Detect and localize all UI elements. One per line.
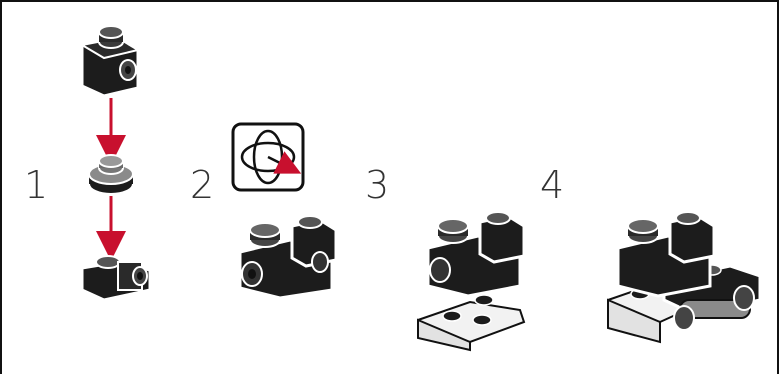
bracket-brick-bottom bbox=[82, 256, 150, 300]
bracket-brick-top bbox=[82, 26, 138, 96]
step-1-illustration bbox=[82, 26, 150, 300]
step-4-illustration bbox=[608, 212, 760, 342]
step-3-illustration bbox=[418, 212, 524, 350]
rotate-model-icon bbox=[233, 124, 303, 190]
round-plate bbox=[89, 155, 133, 194]
step-2-illustration bbox=[240, 216, 336, 298]
